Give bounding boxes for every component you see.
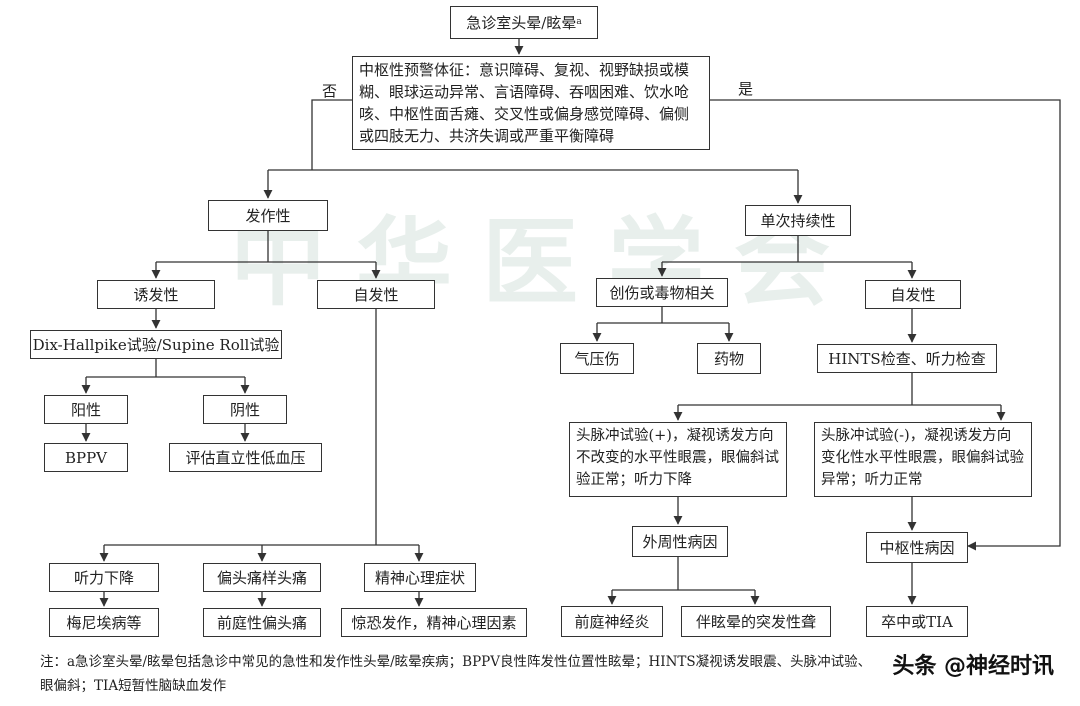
node-single-persistent: 单次持续性 xyxy=(745,205,851,236)
node-meniere: 梅尼埃病等 xyxy=(49,608,159,637)
trauma-toxin-label: 创伤或毒物相关 xyxy=(609,283,715,302)
stroke-tia-label: 卒中或TIA xyxy=(881,612,953,631)
hints-negative-text: 头脉冲试验(-)，凝视诱发方向变化性水平性眼震，眼偏斜试验异常；听力正常 xyxy=(821,428,1024,488)
node-root-label: 急诊室头晕/眩晕 xyxy=(466,13,577,32)
panic-label: 惊恐发作，精神心理因素 xyxy=(351,613,517,632)
orthostatic-label: 评估直立性低血压 xyxy=(185,448,306,467)
negative-label: 阴性 xyxy=(229,400,260,419)
hearing-loss-label: 听力下降 xyxy=(73,568,134,587)
sudden-deafness-label: 伴眩晕的突发性聋 xyxy=(695,612,816,631)
root-superscript: a xyxy=(576,17,582,27)
edge-label-no: 否 xyxy=(322,82,338,100)
node-central-warning-signs: 中枢性预警体征：意识障碍、复视、视野缺损或模糊、眼球运动异常、言语障碍、吞咽困难… xyxy=(352,56,710,150)
node-hints-negative: 头脉冲试验(-)，凝视诱发方向变化性水平性眼震，眼偏斜试验异常；听力正常 xyxy=(814,422,1032,497)
node-central: 中枢性病因 xyxy=(866,532,968,563)
node-hints: HINTS检查、听力检查 xyxy=(817,344,997,373)
footnote-line-2: 眼偏斜；TIA短暂性脑缺血发作 xyxy=(40,678,227,694)
node-psych: 精神心理症状 xyxy=(364,563,476,592)
hints-positive-text: 头脉冲试验(+)，凝视诱发方向不改变的水平性眼震，眼偏斜试验正常；听力下降 xyxy=(576,428,779,488)
node-positive: 阳性 xyxy=(44,395,128,424)
node-panic: 惊恐发作，精神心理因素 xyxy=(341,608,527,637)
node-negative: 阴性 xyxy=(203,395,287,424)
central-signs-text: 中枢性预警体征：意识障碍、复视、视野缺损或模糊、眼球运动异常、言语障碍、吞咽困难… xyxy=(359,61,690,145)
vestibular-migraine-label: 前庭性偏头痛 xyxy=(216,613,307,632)
hints-label: HINTS检查、听力检查 xyxy=(828,349,986,368)
node-orthostatic: 评估直立性低血压 xyxy=(169,443,322,472)
single-persistent-label: 单次持续性 xyxy=(760,211,836,230)
bppv-label: BPPV xyxy=(64,448,108,467)
node-hints-positive: 头脉冲试验(+)，凝视诱发方向不改变的水平性眼震，眼偏斜试验正常；听力下降 xyxy=(569,422,787,497)
node-peripheral: 外周性病因 xyxy=(632,526,728,557)
episodic-label: 发作性 xyxy=(245,206,291,225)
vestibular-neuritis-label: 前庭神经炎 xyxy=(574,612,650,631)
spontaneous-left-label: 自发性 xyxy=(353,285,399,304)
brand-watermark: 头条 @神经时讯 xyxy=(888,648,1058,680)
node-dix-hallpike: Dix-Hallpike试验/Supine Roll试验 xyxy=(30,330,282,359)
edge-label-yes: 是 xyxy=(738,80,754,98)
positive-label: 阳性 xyxy=(70,400,101,419)
node-vestibular-neuritis: 前庭神经炎 xyxy=(561,606,663,637)
node-sudden-deafness: 伴眩晕的突发性聋 xyxy=(681,606,831,637)
node-stroke-tia: 卒中或TIA xyxy=(866,606,968,637)
node-spontaneous-right: 自发性 xyxy=(865,280,961,309)
peripheral-label: 外周性病因 xyxy=(642,532,718,551)
spontaneous-right-label: 自发性 xyxy=(890,285,936,304)
footnote-line-1: 注：a急诊室头晕/眩晕包括急诊中常见的急性和发作性头晕/眩晕疾病；BPPV良性阵… xyxy=(40,654,872,670)
node-hearing-loss: 听力下降 xyxy=(49,563,159,592)
node-vestibular-migraine: 前庭性偏头痛 xyxy=(203,608,321,637)
drugs-label: 药物 xyxy=(713,349,744,368)
triggered-label: 诱发性 xyxy=(133,285,179,304)
node-episodic: 发作性 xyxy=(208,200,328,231)
central-label: 中枢性病因 xyxy=(879,538,955,557)
psych-label: 精神心理症状 xyxy=(374,568,465,587)
node-triggered: 诱发性 xyxy=(97,280,215,309)
node-bppv: BPPV xyxy=(44,443,128,472)
node-spontaneous-left: 自发性 xyxy=(317,280,435,309)
meniere-label: 梅尼埃病等 xyxy=(66,613,142,632)
node-trauma-toxin: 创伤或毒物相关 xyxy=(596,278,728,307)
node-drugs: 药物 xyxy=(697,343,761,374)
dix-hallpike-label: Dix-Hallpike试验/Supine Roll试验 xyxy=(32,335,280,354)
migraine-like-label: 偏头痛样头痛 xyxy=(216,568,307,587)
node-barotrauma: 气压伤 xyxy=(560,343,634,374)
barotrauma-label: 气压伤 xyxy=(574,349,620,368)
node-migraine-like: 偏头痛样头痛 xyxy=(203,563,321,592)
